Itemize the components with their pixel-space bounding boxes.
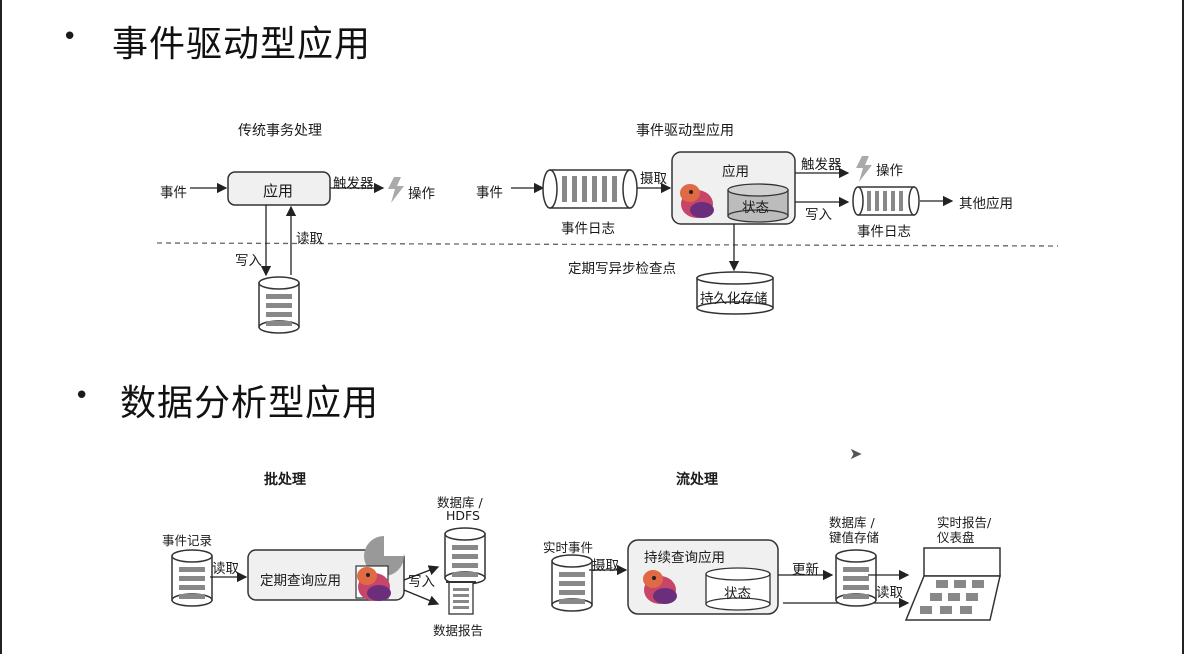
heading-event-driven: 事件驱动型应用 bbox=[112, 24, 372, 65]
write-label: 写入 bbox=[805, 207, 832, 223]
batch-title: 批处理 bbox=[264, 472, 306, 488]
left-frame-edge bbox=[0, 0, 2, 654]
dashboard-icon bbox=[904, 547, 1001, 621]
other-apps-label: 其他应用 bbox=[959, 196, 1013, 212]
report-scroll-icon bbox=[446, 581, 476, 615]
db-hdfs-label-2: HDFS bbox=[446, 508, 480, 523]
cursor-icon: ➤ bbox=[849, 444, 863, 463]
state-label: 状态 bbox=[724, 586, 751, 602]
db-hdfs-label-1: 数据库 / bbox=[437, 495, 483, 510]
database-icon bbox=[171, 549, 213, 607]
database-icon bbox=[551, 554, 593, 612]
ingest-label: 摄取 bbox=[640, 171, 667, 187]
kv-label-2: 键值存储 bbox=[829, 530, 880, 545]
state-cylinder bbox=[705, 567, 771, 611]
checkpoint-label: 定期写异步检查点 bbox=[568, 261, 676, 277]
stream-title: 流处理 bbox=[676, 472, 718, 488]
state-label: 状态 bbox=[742, 200, 769, 216]
bullet: • bbox=[74, 381, 90, 411]
log-queue-icon bbox=[542, 169, 638, 209]
event-records-label: 事件记录 bbox=[162, 533, 213, 548]
storage-label: 持久化存储 bbox=[700, 291, 768, 307]
event-label: 事件 bbox=[160, 185, 187, 201]
event-log-label: 事件日志 bbox=[561, 221, 615, 237]
heading-analytics: 数据分析型应用 bbox=[120, 383, 380, 424]
log-queue-icon bbox=[852, 186, 920, 216]
right-frame-edge bbox=[1182, 0, 1184, 654]
ingest-label: 摄取 bbox=[592, 558, 619, 574]
bullet: • bbox=[62, 22, 78, 52]
trigger-label: 触发器 bbox=[801, 157, 842, 173]
app-label: 应用 bbox=[263, 182, 294, 200]
app-label: 应用 bbox=[722, 164, 749, 180]
realtime-events-label: 实时事件 bbox=[543, 540, 594, 555]
read-label: 读取 bbox=[876, 585, 903, 601]
read-label: 读取 bbox=[296, 231, 323, 247]
lightning-icon bbox=[388, 177, 404, 203]
write-label: 写入 bbox=[235, 253, 262, 269]
query-app-label: 定期查询应用 bbox=[260, 573, 341, 589]
dashboard-label-2: 仪表盘 bbox=[937, 530, 975, 545]
action-label: 操作 bbox=[876, 163, 903, 179]
persistent-storage-cylinder bbox=[696, 271, 774, 315]
dashed-separator bbox=[156, 242, 1059, 247]
event-app-title: 事件驱动型应用 bbox=[636, 123, 734, 139]
database-icon bbox=[444, 527, 486, 585]
report-label: 数据报告 bbox=[433, 623, 484, 638]
lightning-icon bbox=[856, 156, 872, 182]
action-label: 操作 bbox=[408, 186, 435, 202]
state-cylinder bbox=[727, 183, 789, 223]
continuous-app-label: 持续查询应用 bbox=[644, 550, 725, 566]
database-icon bbox=[835, 549, 877, 607]
write-label: 写入 bbox=[408, 574, 435, 590]
event-log-out-label: 事件日志 bbox=[857, 224, 911, 240]
trigger-label: 触发器 bbox=[333, 176, 374, 192]
kv-label-1: 数据库 / bbox=[829, 515, 875, 530]
database-icon bbox=[258, 276, 300, 334]
traditional-title: 传统事务处理 bbox=[238, 123, 322, 139]
update-label: 更新 bbox=[792, 562, 819, 578]
read-label: 读取 bbox=[212, 561, 239, 577]
dashboard-label-1: 实时报告/ bbox=[937, 515, 992, 530]
event-label: 事件 bbox=[476, 185, 503, 201]
